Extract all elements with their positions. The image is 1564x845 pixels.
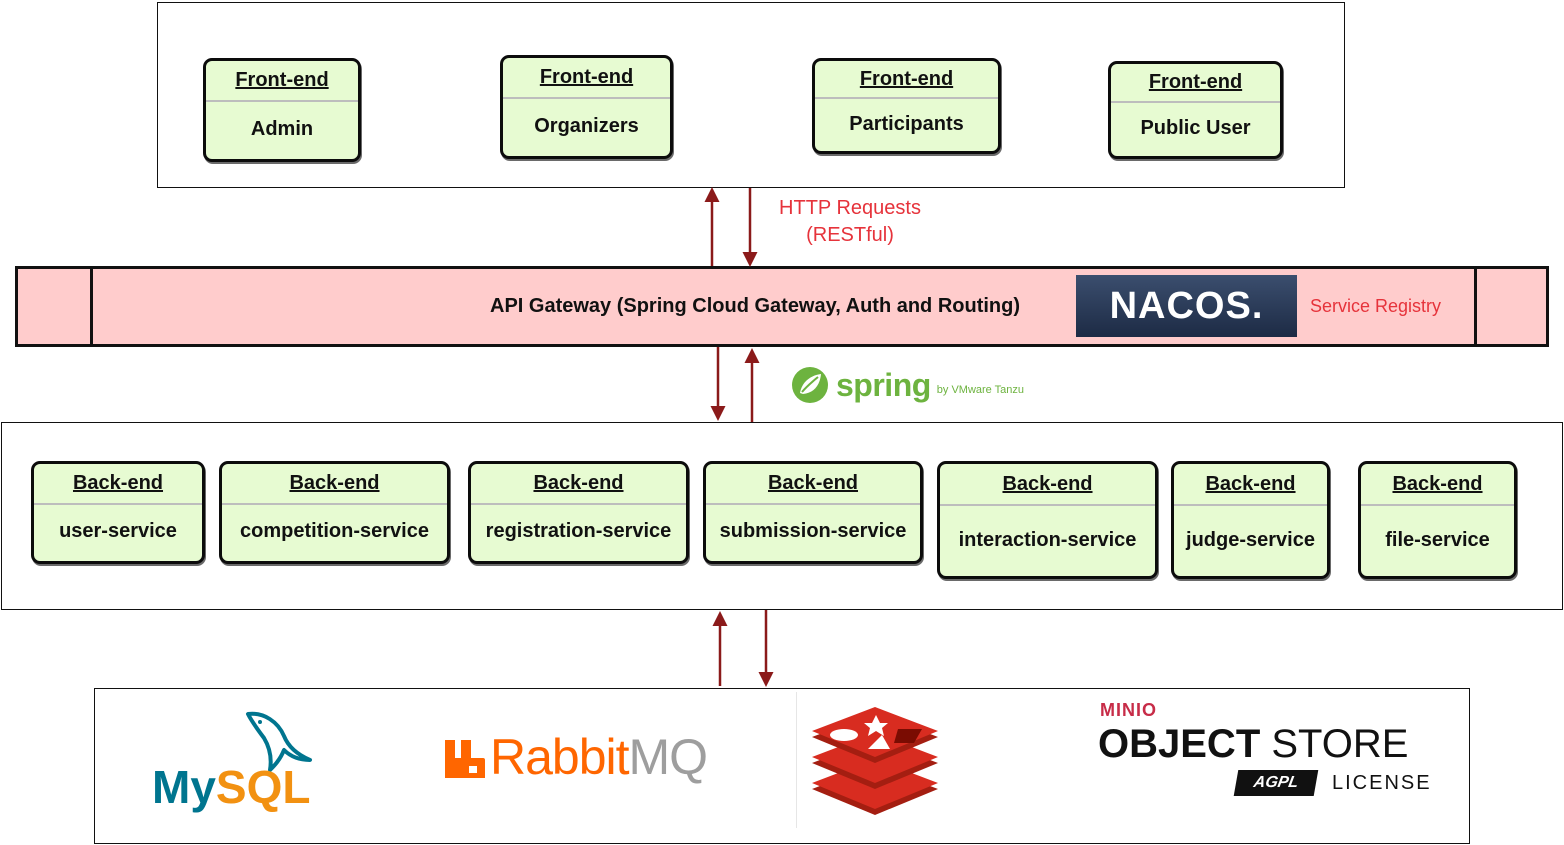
frontend-node-participants[interactable]: Front-end Participants — [812, 58, 1001, 154]
node-label: competition-service — [240, 520, 429, 543]
license-label: LICENSE — [1332, 772, 1432, 794]
node-label: Admin — [250, 118, 314, 141]
node-heading: Front-end — [1111, 64, 1280, 103]
node-heading: Back-end — [1174, 464, 1327, 507]
node-label: Organizers — [534, 115, 639, 138]
spring-subtitle: by VMware Tanzu — [936, 384, 1025, 396]
api-gateway-label: API Gateway (Spring Cloud Gateway, Auth … — [490, 295, 1021, 317]
rabbitmq-rabbit: Rabbit — [490, 729, 630, 785]
mysql-my: My — [152, 761, 216, 813]
mysql-dolphin-icon — [246, 711, 312, 772]
frontend-node-public-user[interactable]: Front-end Public User — [1108, 61, 1283, 159]
frontend-node-admin[interactable]: Front-end Admin — [203, 58, 361, 162]
service-registry-label: Service Registry — [1310, 296, 1442, 316]
node-label: Public User — [1140, 116, 1251, 139]
object-store-label: OBJECT STORE — [1098, 722, 1408, 767]
spring-word: spring — [836, 366, 931, 403]
node-heading: Back-end — [471, 464, 686, 505]
node-heading: Back-end — [706, 464, 920, 505]
node-label: registration-service — [485, 520, 672, 543]
node-heading: Front-end — [206, 61, 358, 103]
node-label: judge-service — [1186, 528, 1315, 551]
node-label: interaction-service — [958, 528, 1137, 551]
gateway-divider-right — [1474, 269, 1477, 344]
node-heading: Back-end — [222, 464, 447, 505]
nacos-logo: NACOS. — [1076, 275, 1297, 337]
gateway-divider-left — [90, 269, 93, 344]
rabbitmq-mq: MQ — [628, 729, 709, 785]
backend-node-competition-service[interactable]: Back-end competition-service — [219, 461, 450, 564]
minio-logo: MINIO — [1100, 700, 1157, 720]
object-word: OBJECT — [1098, 722, 1261, 766]
frontend-node-organizers[interactable]: Front-end Organizers — [500, 55, 673, 159]
node-heading: Back-end — [34, 464, 202, 505]
http-requests-label: HTTP Requests (RESTful) — [770, 195, 930, 249]
store-word: STORE — [1260, 722, 1409, 766]
rabbitmq-icon — [445, 740, 485, 778]
node-heading: Back-end — [940, 464, 1155, 507]
backend-node-interaction-service[interactable]: Back-end interaction-service — [937, 461, 1158, 579]
mysql-logo: MySQL — [152, 760, 310, 814]
redis-icon — [812, 707, 938, 815]
node-heading: Front-end — [815, 61, 998, 99]
http-label-line2: (RESTful) — [806, 224, 894, 246]
node-label: Participants — [849, 112, 964, 135]
storage-divider — [796, 692, 797, 828]
backend-node-user-service[interactable]: Back-end user-service — [31, 461, 205, 564]
node-label: user-service — [59, 520, 177, 543]
node-label: file-service — [1385, 528, 1490, 551]
storage-layer — [94, 688, 1470, 844]
backend-node-judge-service[interactable]: Back-end judge-service — [1171, 461, 1330, 579]
spring-logo: spring by VMware Tanzu — [790, 365, 1024, 405]
rabbitmq-logo: RabbitMQ — [490, 728, 709, 786]
node-heading: Back-end — [1361, 464, 1514, 507]
spring-leaf-icon — [792, 367, 828, 403]
backend-node-registration-service[interactable]: Back-end registration-service — [468, 461, 689, 564]
node-heading: Front-end — [503, 58, 670, 100]
node-label: submission-service — [719, 520, 907, 543]
mysql-sql: SQL — [215, 761, 311, 813]
backend-node-submission-service[interactable]: Back-end submission-service — [703, 461, 923, 564]
backend-node-file-service[interactable]: Back-end file-service — [1358, 461, 1517, 579]
http-label-line1: HTTP Requests — [779, 197, 921, 219]
